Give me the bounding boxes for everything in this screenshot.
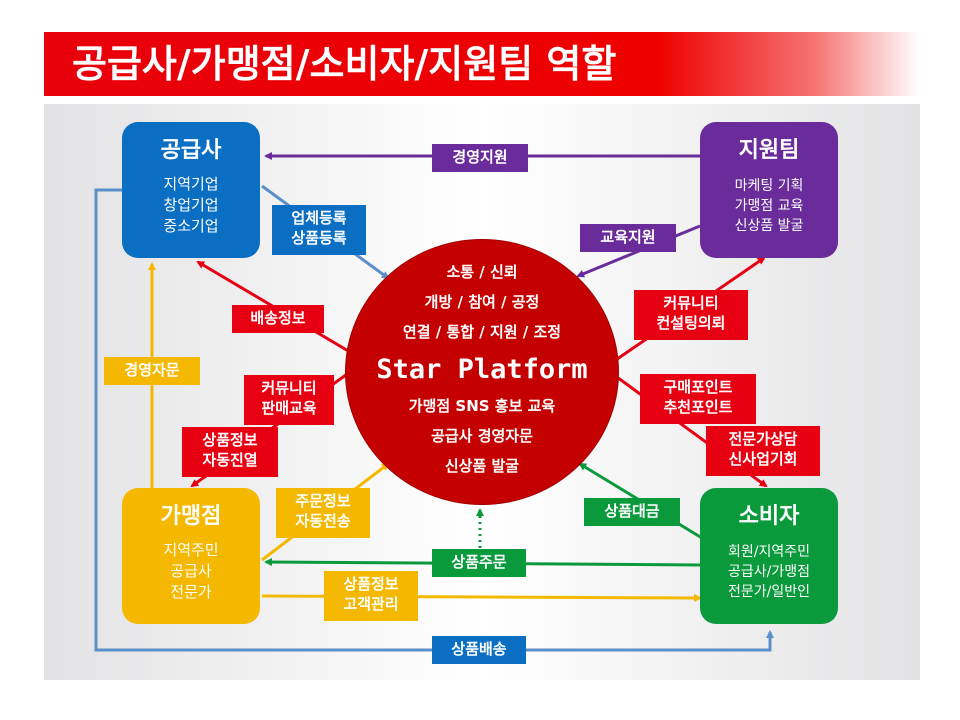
node-supplier-body: 지역기업 창업기업 중소기업	[163, 175, 219, 235]
node-support: 지원팀 마케팅 기획 가맹점 교육 신상품 발굴	[700, 122, 838, 258]
label-delivery-info: 배송정보	[232, 305, 324, 333]
label-education-support: 교육지원	[580, 224, 676, 252]
label-product-display: 상품정보 자동진열	[182, 427, 278, 477]
node-supplier-title: 공급사	[160, 138, 222, 163]
node-franchise-body: 지역주민 공급사 전문가	[163, 541, 219, 601]
label-order-transfer: 주문정보 자동전송	[276, 488, 370, 538]
label-management-consult: 경영자문	[104, 357, 200, 385]
label-product-payment: 상품대금	[584, 498, 680, 526]
label-product-order: 상품주문	[432, 549, 526, 577]
label-purchase-points: 구매포인트 추천포인트	[640, 374, 756, 424]
hub-name: Star Platform	[376, 354, 588, 385]
hub-line: 소통 / 신뢰	[446, 263, 518, 281]
node-consumer-body: 회원/지역주민 공급사/가맹점 전문가/일반인	[728, 544, 810, 600]
node-supplier: 공급사 지역기업 창업기업 중소기업	[122, 122, 260, 258]
label-customer-mgmt: 상품정보 고객관리	[324, 571, 418, 621]
node-support-title: 지원팀	[738, 138, 800, 163]
label-product-delivery: 상품배송	[432, 636, 526, 664]
title-banner	[44, 32, 920, 96]
hub-line: 가맹점 SNS 홍보 교육	[408, 397, 556, 415]
node-franchise-title: 가맹점	[160, 504, 222, 529]
label-registration: 업체등록 상품등록	[272, 205, 366, 255]
label-management-support: 경영지원	[432, 144, 528, 172]
label-community-consult: 커뮤니티 컨설팅의뢰	[634, 290, 748, 340]
node-franchise: 가맹점 지역주민 공급사 전문가	[122, 488, 260, 624]
star-platform-hub: 소통 / 신뢰 개방 / 참여 / 공정 연결 / 통합 / 지원 / 조정 S…	[346, 240, 618, 504]
hub-line: 연결 / 통합 / 지원 / 조정	[402, 323, 562, 341]
page-title: 공급사/가맹점/소비자/지원팀 역할	[72, 42, 617, 86]
hub-line: 신상품 발굴	[444, 457, 520, 475]
node-consumer: 소비자 회원/지역주민 공급사/가맹점 전문가/일반인	[700, 488, 838, 624]
hub-line: 공급사 경영자문	[431, 427, 533, 445]
arrow-product-delivery	[94, 188, 774, 652]
label-expert-consult: 전문가상담 신사업기회	[706, 426, 820, 476]
label-community-sales-edu: 커뮤니티 판매교육	[244, 375, 334, 425]
hub-line: 개방 / 참여 / 공정	[424, 293, 540, 311]
node-consumer-title: 소비자	[738, 504, 800, 529]
node-support-body: 마케팅 기획 가맹점 교육 신상품 발굴	[734, 178, 804, 234]
